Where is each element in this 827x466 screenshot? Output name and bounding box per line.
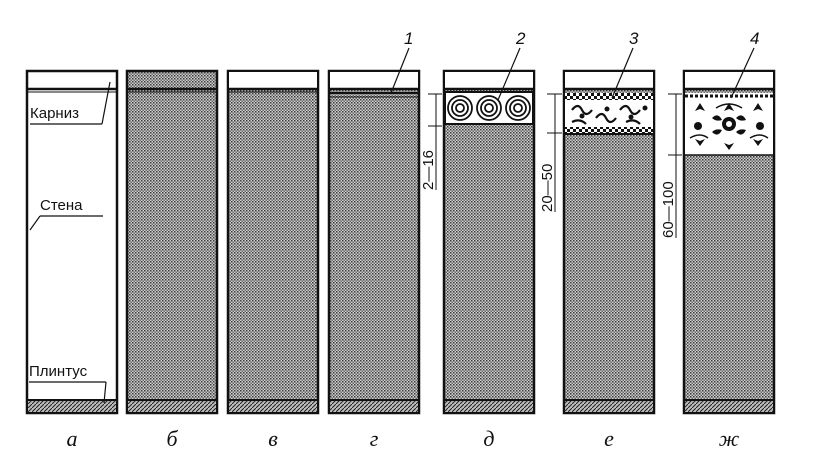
- label-cornice: Карниз: [30, 105, 79, 122]
- panel-a: Карниз Стена Плинтус: [25, 69, 119, 415]
- damask-ornament: [694, 103, 764, 150]
- floral-border-ornament: [571, 104, 641, 125]
- panel-e: 3 20—50: [539, 29, 656, 415]
- dimension-2-16: 2—16: [420, 150, 437, 190]
- panel-d: 2 2—16: [420, 29, 536, 415]
- dimension-20-50: 20—50: [539, 164, 556, 212]
- captions: а б в г д е ж: [67, 426, 740, 451]
- marker-1: 1: [404, 29, 413, 48]
- caption-b: б: [166, 426, 178, 451]
- marker-2: 2: [515, 29, 526, 48]
- caption-d: д: [483, 426, 494, 451]
- panel-zh: 4 60—100: [660, 29, 776, 415]
- caption-v: в: [268, 426, 278, 451]
- marker-3: 3: [629, 29, 639, 48]
- spiral-ornament: [447, 95, 531, 121]
- caption-g: г: [370, 426, 379, 451]
- panel-g: 1: [327, 29, 421, 415]
- label-plinth: Плинтус: [29, 363, 88, 380]
- label-wall: Стена: [40, 197, 83, 214]
- marker-4: 4: [750, 29, 759, 48]
- caption-e: е: [604, 426, 614, 451]
- caption-a: а: [67, 426, 78, 451]
- caption-zh: ж: [719, 426, 740, 451]
- panel-b: [125, 69, 219, 415]
- dimension-60-100: 60—100: [660, 181, 677, 238]
- panel-v: [226, 69, 320, 415]
